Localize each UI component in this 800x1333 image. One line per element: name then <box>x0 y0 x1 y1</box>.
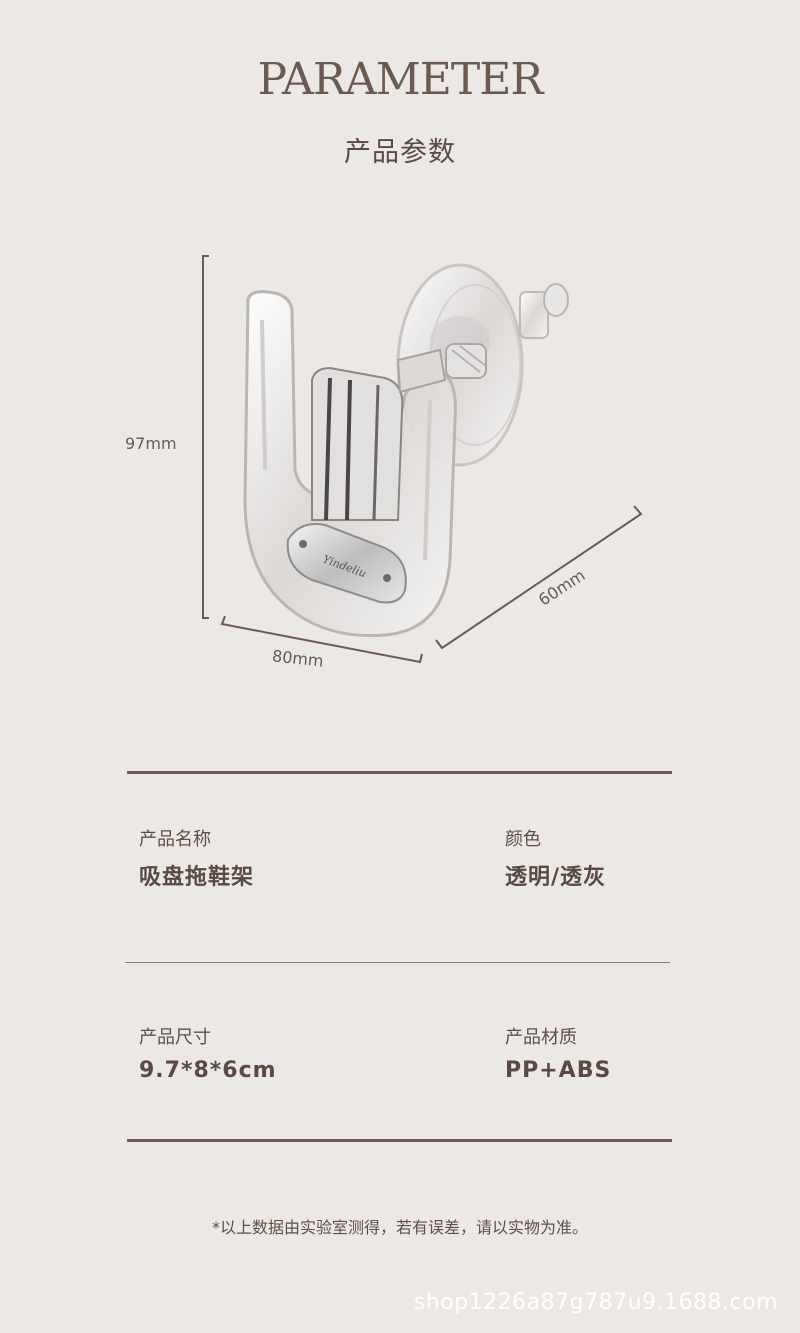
product-name-label: 产品名称 <box>139 829 211 850</box>
product-size-value: 9.7*8*6cm <box>139 1058 277 1083</box>
shop-watermark: shop1226a87g787u9.1688.com <box>413 1290 778 1315</box>
screw <box>445 343 487 379</box>
height-dimension-label: 97mm <box>125 434 177 453</box>
product-name-value: 吸盘拖鞋架 <box>139 865 255 890</box>
product-size-label: 产品尺寸 <box>139 1027 211 1048</box>
color-value: 透明/透灰 <box>505 865 607 890</box>
dimension-lines <box>202 255 643 664</box>
material-value: PP+ABS <box>505 1058 612 1083</box>
page-title-cn: 产品参数 <box>344 137 456 168</box>
material-label: 产品材质 <box>505 1027 577 1048</box>
brand-plate: Yindeliu <box>286 523 407 604</box>
page-title-en: PARAMETER <box>257 54 543 105</box>
color-label: 颜色 <box>505 829 541 850</box>
table-middle-rule <box>125 962 670 963</box>
disclaimer-note: *以上数据由实验室测得，若有误差，请以实物为准。 <box>211 1218 588 1237</box>
inner-clip <box>311 348 447 521</box>
table-bottom-rule <box>127 1139 672 1142</box>
table-top-rule <box>127 771 672 774</box>
product-dimension-diagram: Yindeliu <box>202 255 643 664</box>
